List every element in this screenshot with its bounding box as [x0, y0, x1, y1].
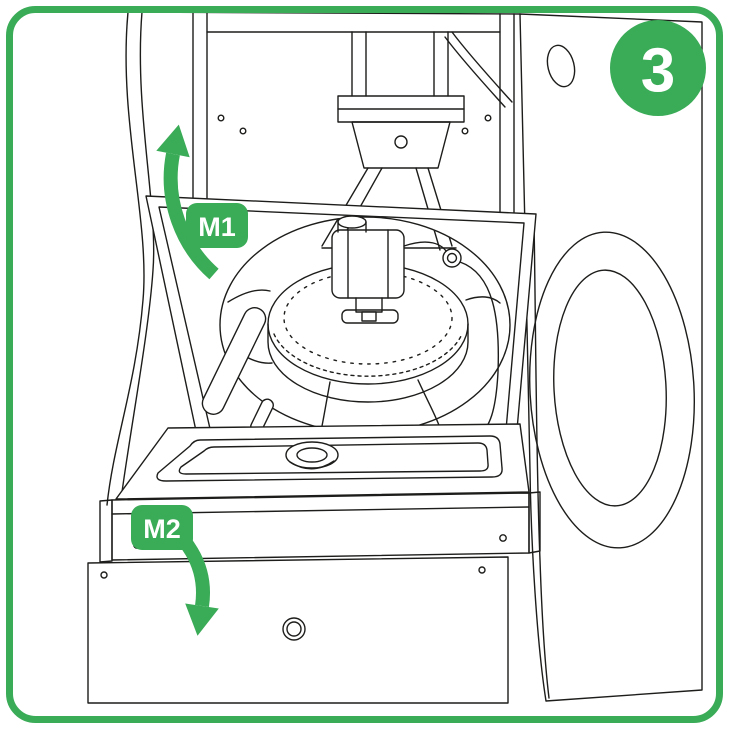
rotary-platter: [267, 263, 469, 429]
platter-hole-ring: [283, 271, 453, 365]
step-badge: 3: [610, 20, 706, 116]
step-number: 3: [641, 37, 675, 106]
page-border: [6, 6, 723, 723]
machine-right-panel: [519, 13, 703, 702]
screw-dot: [499, 534, 507, 542]
lid-support-strut: [201, 307, 274, 434]
power-button: [282, 617, 306, 641]
m2-label: M2: [131, 505, 193, 550]
m2-label-text: M2: [143, 514, 181, 544]
platter-teeth: [273, 333, 463, 377]
material-tray: [99, 423, 541, 563]
spindle-nose: [361, 311, 377, 322]
spindle-assembly: [331, 215, 405, 322]
panel-large-oval: [528, 231, 696, 549]
tray-cup: [285, 441, 339, 469]
screw-dot: [461, 127, 469, 135]
screw-dot: [239, 127, 247, 135]
spindle-cable: [403, 241, 500, 437]
screw-dot: [484, 114, 492, 122]
m1-label: M1: [186, 203, 248, 248]
milling-machine-drawing: [87, 11, 703, 704]
screw-dot: [217, 114, 225, 122]
m1-label-text: M1: [198, 212, 236, 242]
cable-connector: [442, 248, 462, 268]
screw-dot: [100, 571, 108, 579]
screw-dot: [478, 566, 486, 574]
machine-base: [87, 556, 509, 704]
panel-small-oval: [546, 44, 576, 88]
machine-interior: [201, 215, 501, 437]
m1-rotation-up-arrow-icon: [156, 124, 219, 280]
